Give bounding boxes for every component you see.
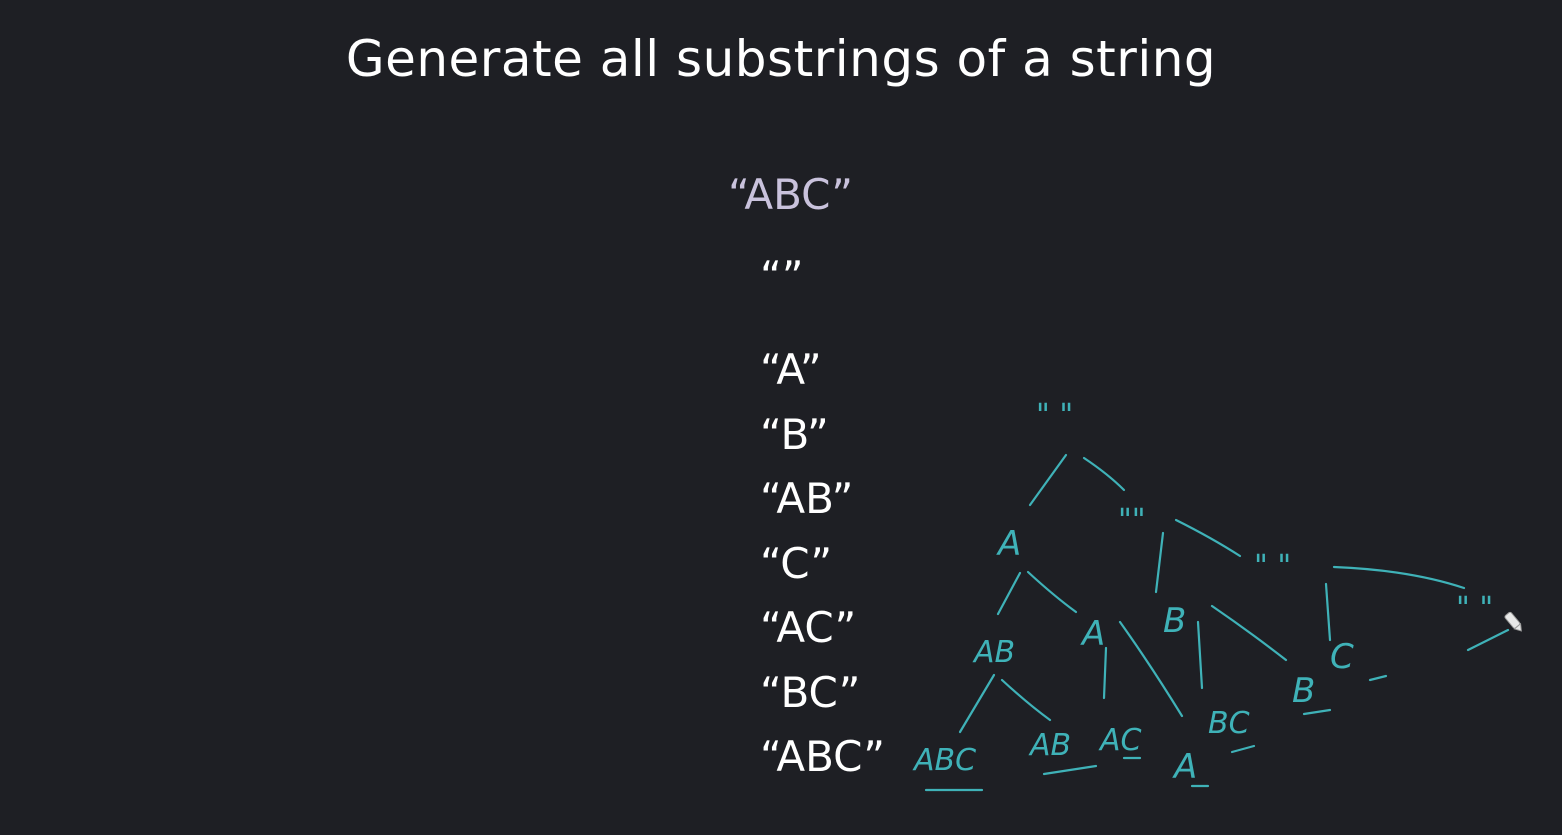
tree-node-l2-a: A [1080, 614, 1105, 654]
pen-cursor-icon [1504, 611, 1522, 632]
tree-underline [1302, 708, 1332, 716]
tree-node-l1-empty: "" [1118, 503, 1146, 538]
tree-node-l2-empty: " " [1254, 549, 1291, 584]
tree-node-root: " " [1036, 398, 1073, 433]
tree-node-l3-empty: " " [1456, 591, 1493, 626]
tree-edge [1026, 570, 1078, 614]
tree-node-l2-ab: AB [972, 635, 1015, 670]
tree-edge [1324, 582, 1332, 642]
tree-node-l3-abc: ABC [912, 743, 976, 778]
tree-edge [1028, 453, 1068, 507]
substring-item: “A” [760, 345, 822, 394]
tree-underline [1368, 674, 1388, 682]
input-string: “ABC” [728, 170, 854, 219]
tree-edge [1210, 604, 1288, 662]
tree-node-l3-ab: AB [1028, 728, 1071, 763]
substring-item: “C” [760, 538, 833, 588]
tree-edge [1332, 565, 1466, 590]
tree-underline [1230, 744, 1256, 754]
substring-item: “ABC” [760, 732, 886, 781]
tree-underline [1466, 628, 1510, 652]
tree-edge [1174, 518, 1242, 558]
tree-edge [1196, 620, 1204, 690]
page-title: Generate all substrings of a string [345, 30, 1217, 88]
tree-node-l3-c: C [1330, 637, 1354, 677]
substring-item: “BC” [760, 667, 861, 717]
tree-node-l1-a: A [996, 524, 1021, 564]
substring-item: “AC” [760, 603, 857, 652]
tree-node-l3-a: A [1172, 747, 1197, 787]
substring-item: “B” [760, 409, 829, 459]
tree-node-l3-b: B [1292, 671, 1315, 711]
tree-edge [1082, 456, 1126, 492]
tree-underline [1042, 764, 1098, 776]
substring-list: “A” “B” “AB” “C” “AC” “BC” “ABC” [760, 338, 885, 790]
tree-edge [1154, 531, 1165, 594]
tree-edge [996, 571, 1022, 616]
tree-node-l3-bc: BC [1208, 706, 1250, 741]
tree-node-l2-b: B [1163, 601, 1186, 641]
empty-substring: “” [760, 252, 804, 301]
tree-node-l3-ac: AC [1098, 723, 1142, 758]
tree-edge [958, 673, 996, 734]
tree-edge [1000, 678, 1052, 722]
substring-item: “AB” [760, 474, 854, 523]
tree-edge [1102, 646, 1108, 700]
tree-edge [1118, 620, 1184, 718]
